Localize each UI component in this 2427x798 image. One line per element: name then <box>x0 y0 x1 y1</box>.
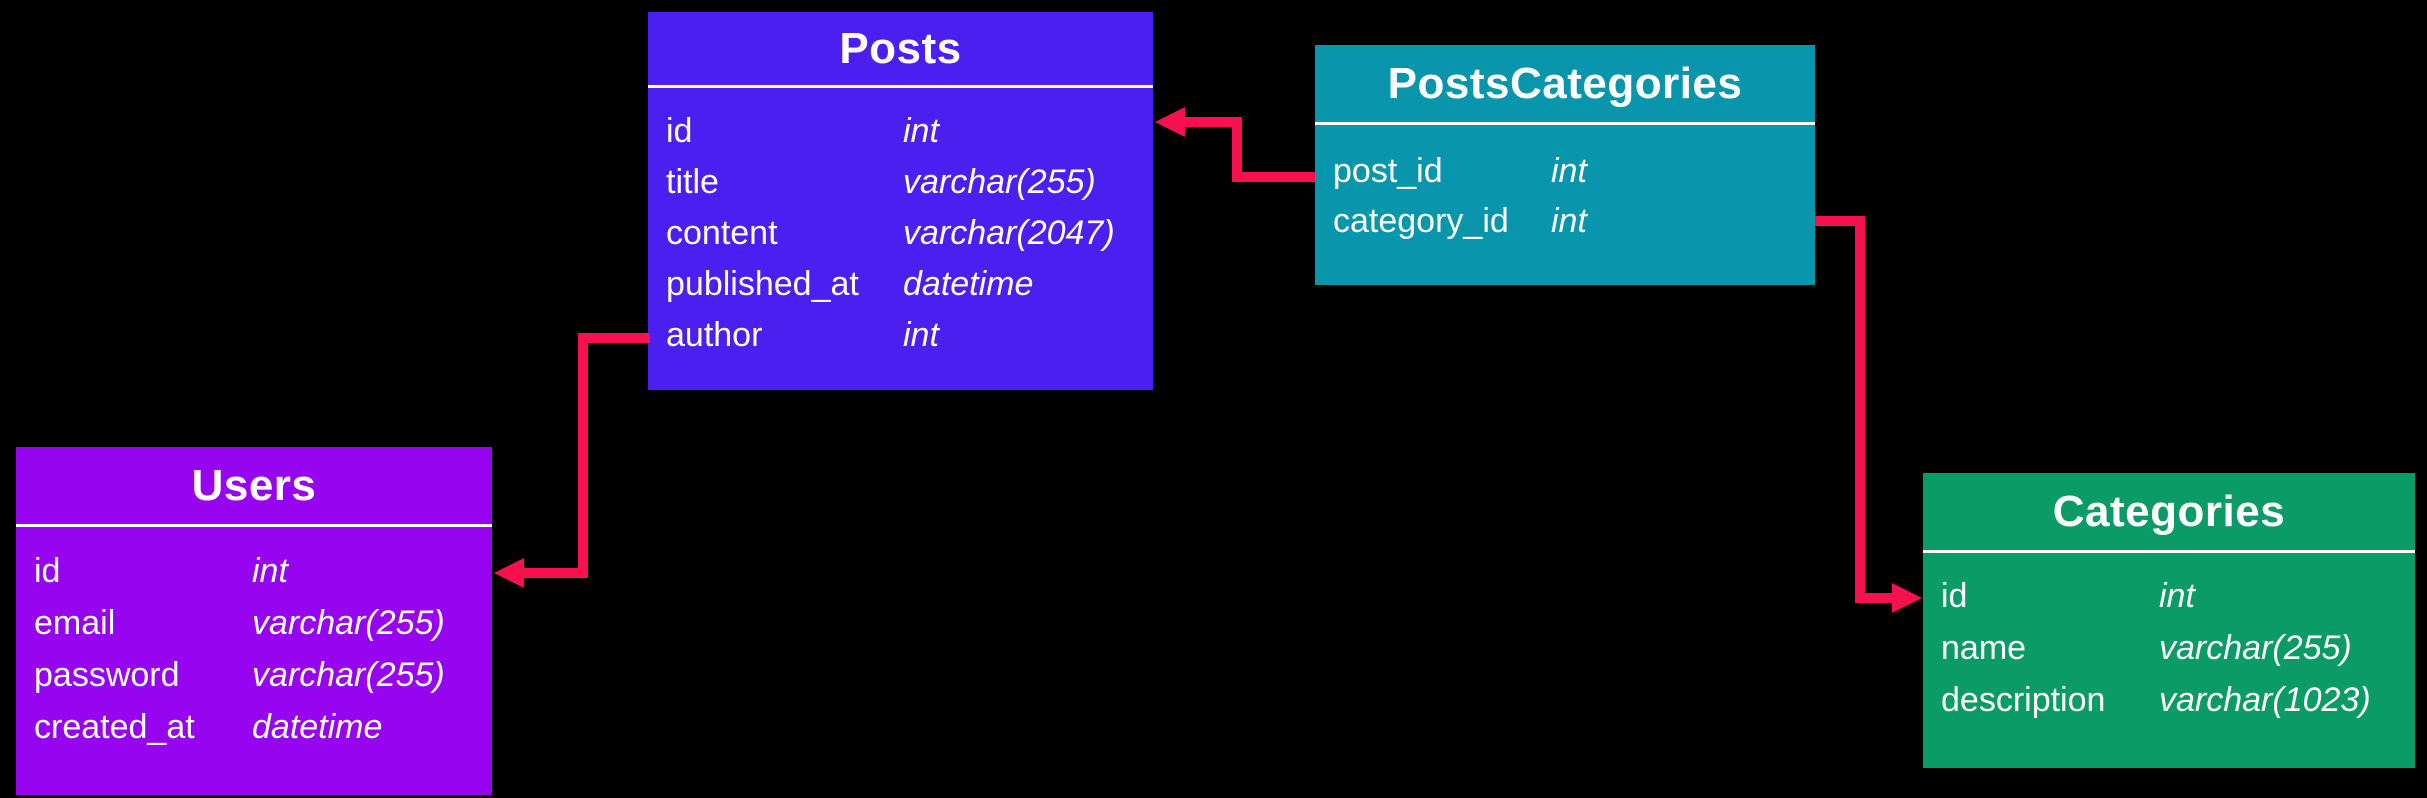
field-type: varchar(255) <box>2159 628 2352 667</box>
field-type: varchar(255) <box>252 603 445 642</box>
field-row: id int <box>34 545 474 597</box>
field-name: description <box>1941 680 2106 719</box>
relation-postscategories-posts <box>1155 107 1315 182</box>
table-users[interactable]: Users id int email varchar(255) password… <box>16 447 492 795</box>
field-type: datetime <box>903 265 1034 303</box>
field-name: content <box>666 214 778 252</box>
field-type: varchar(2047) <box>903 214 1115 252</box>
field-row: id int <box>1941 570 2397 622</box>
table-postscategories-fields: post_id int category_id int <box>1315 125 1815 246</box>
field-type: varchar(255) <box>252 655 445 694</box>
field-name: created_at <box>34 707 195 746</box>
field-type: int <box>252 551 288 590</box>
table-categories-title: Categories <box>1923 473 2415 553</box>
table-postscategories[interactable]: PostsCategories post_id int category_id … <box>1315 45 1815 285</box>
field-type: int <box>903 316 939 354</box>
field-row: name varchar(255) <box>1941 622 2397 674</box>
relation-posts-users <box>494 333 650 588</box>
field-row: id int <box>666 106 1135 157</box>
field-row: password varchar(255) <box>34 649 474 701</box>
field-name: id <box>34 551 61 590</box>
field-row: post_id int <box>1333 146 1797 196</box>
field-name: password <box>34 655 180 694</box>
table-users-fields: id int email varchar(255) password varch… <box>16 527 492 753</box>
table-posts[interactable]: Posts id int title varchar(255) content … <box>648 12 1153 390</box>
field-row: created_at datetime <box>34 701 474 753</box>
field-row: title varchar(255) <box>666 157 1135 208</box>
field-name: email <box>34 603 116 642</box>
field-name: published_at <box>666 265 859 303</box>
field-name: id <box>1941 576 1968 615</box>
field-name: title <box>666 163 719 201</box>
field-type: int <box>2159 576 2195 615</box>
field-name: author <box>666 316 763 354</box>
field-type: int <box>1551 201 1587 240</box>
field-name: post_id <box>1333 151 1443 190</box>
field-row: email varchar(255) <box>34 597 474 649</box>
field-name: category_id <box>1333 201 1509 240</box>
field-type: int <box>1551 151 1587 190</box>
field-row: published_at datetime <box>666 259 1135 310</box>
field-row: category_id int <box>1333 196 1797 246</box>
field-row: content varchar(2047) <box>666 208 1135 259</box>
table-posts-fields: id int title varchar(255) content varcha… <box>648 88 1153 361</box>
table-categories-fields: id int name varchar(255) description var… <box>1923 553 2415 726</box>
table-postscategories-title: PostsCategories <box>1315 45 1815 125</box>
table-users-title: Users <box>16 447 492 527</box>
field-name: name <box>1941 628 2027 667</box>
field-type: varchar(1023) <box>2159 680 2371 719</box>
field-type: int <box>903 112 939 150</box>
field-name: id <box>666 112 693 150</box>
field-type: varchar(255) <box>903 163 1096 201</box>
field-row: author int <box>666 310 1135 361</box>
table-categories[interactable]: Categories id int name varchar(255) desc… <box>1923 473 2415 768</box>
table-posts-title: Posts <box>648 12 1153 88</box>
field-type: datetime <box>252 707 383 746</box>
field-row: description varchar(1023) <box>1941 674 2397 726</box>
relation-postscategories-categories <box>1815 216 1922 613</box>
